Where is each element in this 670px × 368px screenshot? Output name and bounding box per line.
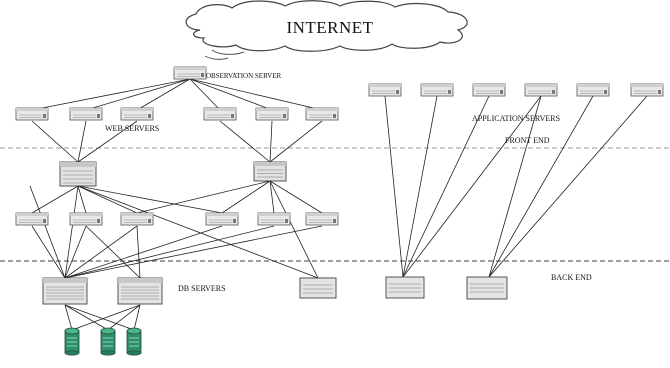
db-servers-label: DB SERVERS xyxy=(178,284,226,293)
server-icon xyxy=(120,212,154,226)
server-icon xyxy=(472,83,506,97)
observation-server-label: OBSERVATION SERVER xyxy=(206,72,282,80)
server-icon xyxy=(385,276,425,299)
front-end-label: FRONT END xyxy=(505,136,550,145)
server-icon xyxy=(69,107,103,121)
server-icon xyxy=(368,83,402,97)
switches xyxy=(59,161,287,187)
application-servers-label: APPLICATION SERVERS xyxy=(472,114,560,123)
observation-server: OBSERVATION SERVER xyxy=(173,66,282,80)
network-switch-icon xyxy=(59,161,97,187)
database-storage xyxy=(64,327,142,356)
server-icon xyxy=(257,212,291,226)
cloud-icon xyxy=(185,0,468,52)
connections xyxy=(29,78,648,331)
server-icon xyxy=(205,212,239,226)
server-icon xyxy=(420,83,454,97)
server-icon xyxy=(42,277,88,305)
server-icon xyxy=(305,212,339,226)
server-icon xyxy=(630,83,664,97)
server-icon xyxy=(576,83,610,97)
server-icon xyxy=(120,107,154,121)
server-icon xyxy=(203,107,237,121)
database-cylinder-icon xyxy=(126,327,142,356)
server-icon xyxy=(117,277,163,305)
web-servers-bottom-row xyxy=(15,212,339,226)
server-icon xyxy=(255,107,289,121)
back-end-servers: DB SERVERS BACK END xyxy=(42,273,592,305)
application-servers: APPLICATION SERVERS FRONT END xyxy=(368,83,664,145)
web-servers-top-row: WEB SERVERS xyxy=(15,107,339,133)
web-servers-label: WEB SERVERS xyxy=(105,124,159,133)
internet-cloud: INTERNET xyxy=(185,0,468,60)
server-icon xyxy=(173,66,207,80)
network-switch-icon xyxy=(253,161,287,182)
server-icon xyxy=(299,277,337,299)
internet-label: INTERNET xyxy=(286,18,373,37)
server-icon xyxy=(69,212,103,226)
server-icon xyxy=(305,107,339,121)
server-icon xyxy=(524,83,558,97)
back-end-label: BACK END xyxy=(551,273,592,282)
database-cylinder-icon xyxy=(64,327,80,356)
database-cylinder-icon xyxy=(100,327,116,356)
server-icon xyxy=(15,212,49,226)
server-icon xyxy=(15,107,49,121)
